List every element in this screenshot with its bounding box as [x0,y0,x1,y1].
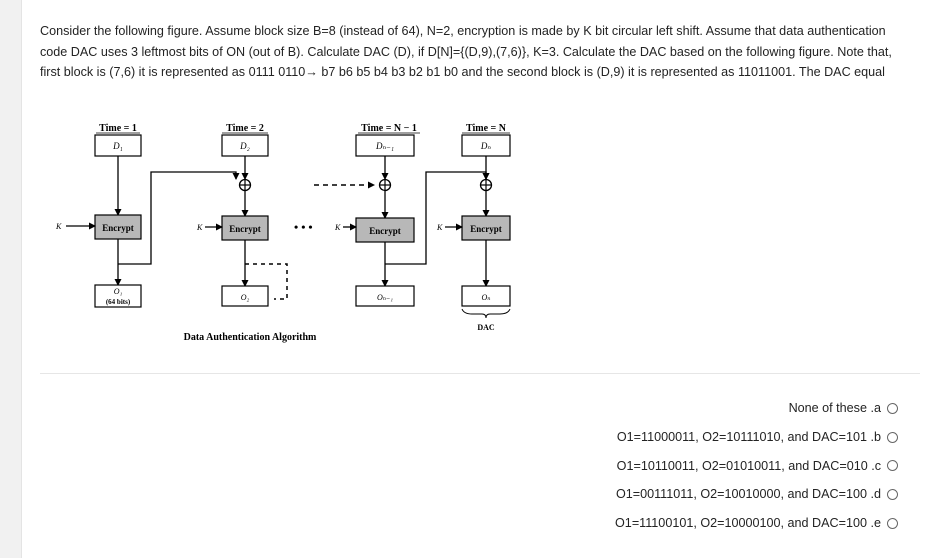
k-label-1: K [55,222,62,231]
o-label-3: Oₙ₋₁ [377,293,393,302]
encrypt-label-2: Encrypt [229,224,261,234]
dac-brace [461,308,511,319]
time-label-3: Time = N − 1 [361,123,417,134]
option-b-letter: .b [870,430,881,445]
d-label-3: Dₙ₋₁ [375,141,394,151]
question-line: code DAC uses 3 leftmost bits of ON (out… [40,44,892,59]
o-label-4: Oₙ [481,293,490,302]
option-c-letter: .c [871,458,881,473]
option-c-label: O1=10110011, O2=01010011, and DAC=010 .c [617,459,881,473]
encrypt-box-1 [94,214,142,240]
time-label-4: Time = N [466,123,507,134]
option-e[interactable]: O1=11100101, O2=10000100, and DAC=100 .e [615,509,898,538]
option-e-radio[interactable] [887,517,898,529]
option-d-text: O1=00111011, O2=10010000, and DAC=100 [615,487,867,502]
option-a-label: None of these .a [789,401,881,415]
o-box-4 [461,285,511,307]
option-c-radio[interactable] [887,460,898,472]
option-a[interactable]: None of these .a [615,394,898,423]
feedback-o1-xor2 [118,171,240,265]
k-label-2: K [196,223,203,232]
k-label-3: K [334,223,341,232]
dac-figure: Time = 1 D₁ Encrypt K O₁ (64 bits) Time … [55,123,511,343]
option-c-text: O1=10110011, O2=01010011, and DAC=010 [616,458,868,473]
option-e-text: O1=11100101, O2=10000100, and DAC=100 [615,516,867,531]
option-d[interactable]: O1=00111011, O2=10010000, and DAC=100 .d [615,480,898,509]
o-box-2 [221,285,269,307]
o-label-1: O₁ [114,287,123,296]
figure-caption: Data Authentication Algorithm [184,332,317,343]
divider [40,373,920,374]
encrypt-label-4: Encrypt [470,224,502,234]
d-label-2: D₂ [239,141,250,151]
option-d-label: O1=00111011, O2=10010000, and DAC=100 .d [616,487,881,501]
d-label-4: Dₙ [480,141,491,151]
option-d-letter: .d [870,487,881,502]
time-label-1: Time = 1 [99,123,137,134]
option-e-label: O1=11100101, O2=10000100, and DAC=100 .e [615,516,881,530]
encrypt-box-3 [355,217,415,243]
encrypt-label-3: Encrypt [369,226,401,236]
o-box-3 [355,285,415,307]
option-b[interactable]: O1=11000011, O2=10111010, and DAC=101 .b [615,423,898,452]
ellipsis-dots: • • • [294,220,313,234]
option-b-label: O1=11000011, O2=10111010, and DAC=101 .b [617,430,881,444]
option-b-text: O1=11000011, O2=10111010, and DAC=101 [616,430,867,445]
answer-options: None of these .a O1=11000011, O2=1011101… [615,394,898,537]
question-text: Consider the following figure. Assume bl… [40,21,920,83]
time-label-2: Time = 2 [226,123,264,134]
option-d-radio[interactable] [887,488,898,500]
question-line: first block is (7,6) it is represented a… [40,65,885,79]
question-card: Consider the following figure. Assume bl… [21,0,937,558]
o1-bits-label: (64 bits) [106,298,131,306]
option-e-letter: .e [870,516,881,531]
dac-label: DAC [477,323,495,332]
encrypt-label-1: Encrypt [102,223,134,233]
k-label-4: K [436,223,443,232]
question-line: Consider the following figure. Assume bl… [40,24,886,38]
o-label-2: O₂ [241,293,250,302]
encrypt-box-4 [461,215,511,241]
option-b-radio[interactable] [887,431,898,443]
feedback-o2-dashed [245,263,288,300]
option-a-letter: .a [870,401,881,416]
option-a-radio[interactable] [887,402,898,414]
d-label-1: D₁ [112,141,123,151]
option-c[interactable]: O1=10110011, O2=01010011, and DAC=010 .c [615,451,898,480]
o-box-1 [94,284,142,308]
option-a-text: None of these [788,401,867,416]
